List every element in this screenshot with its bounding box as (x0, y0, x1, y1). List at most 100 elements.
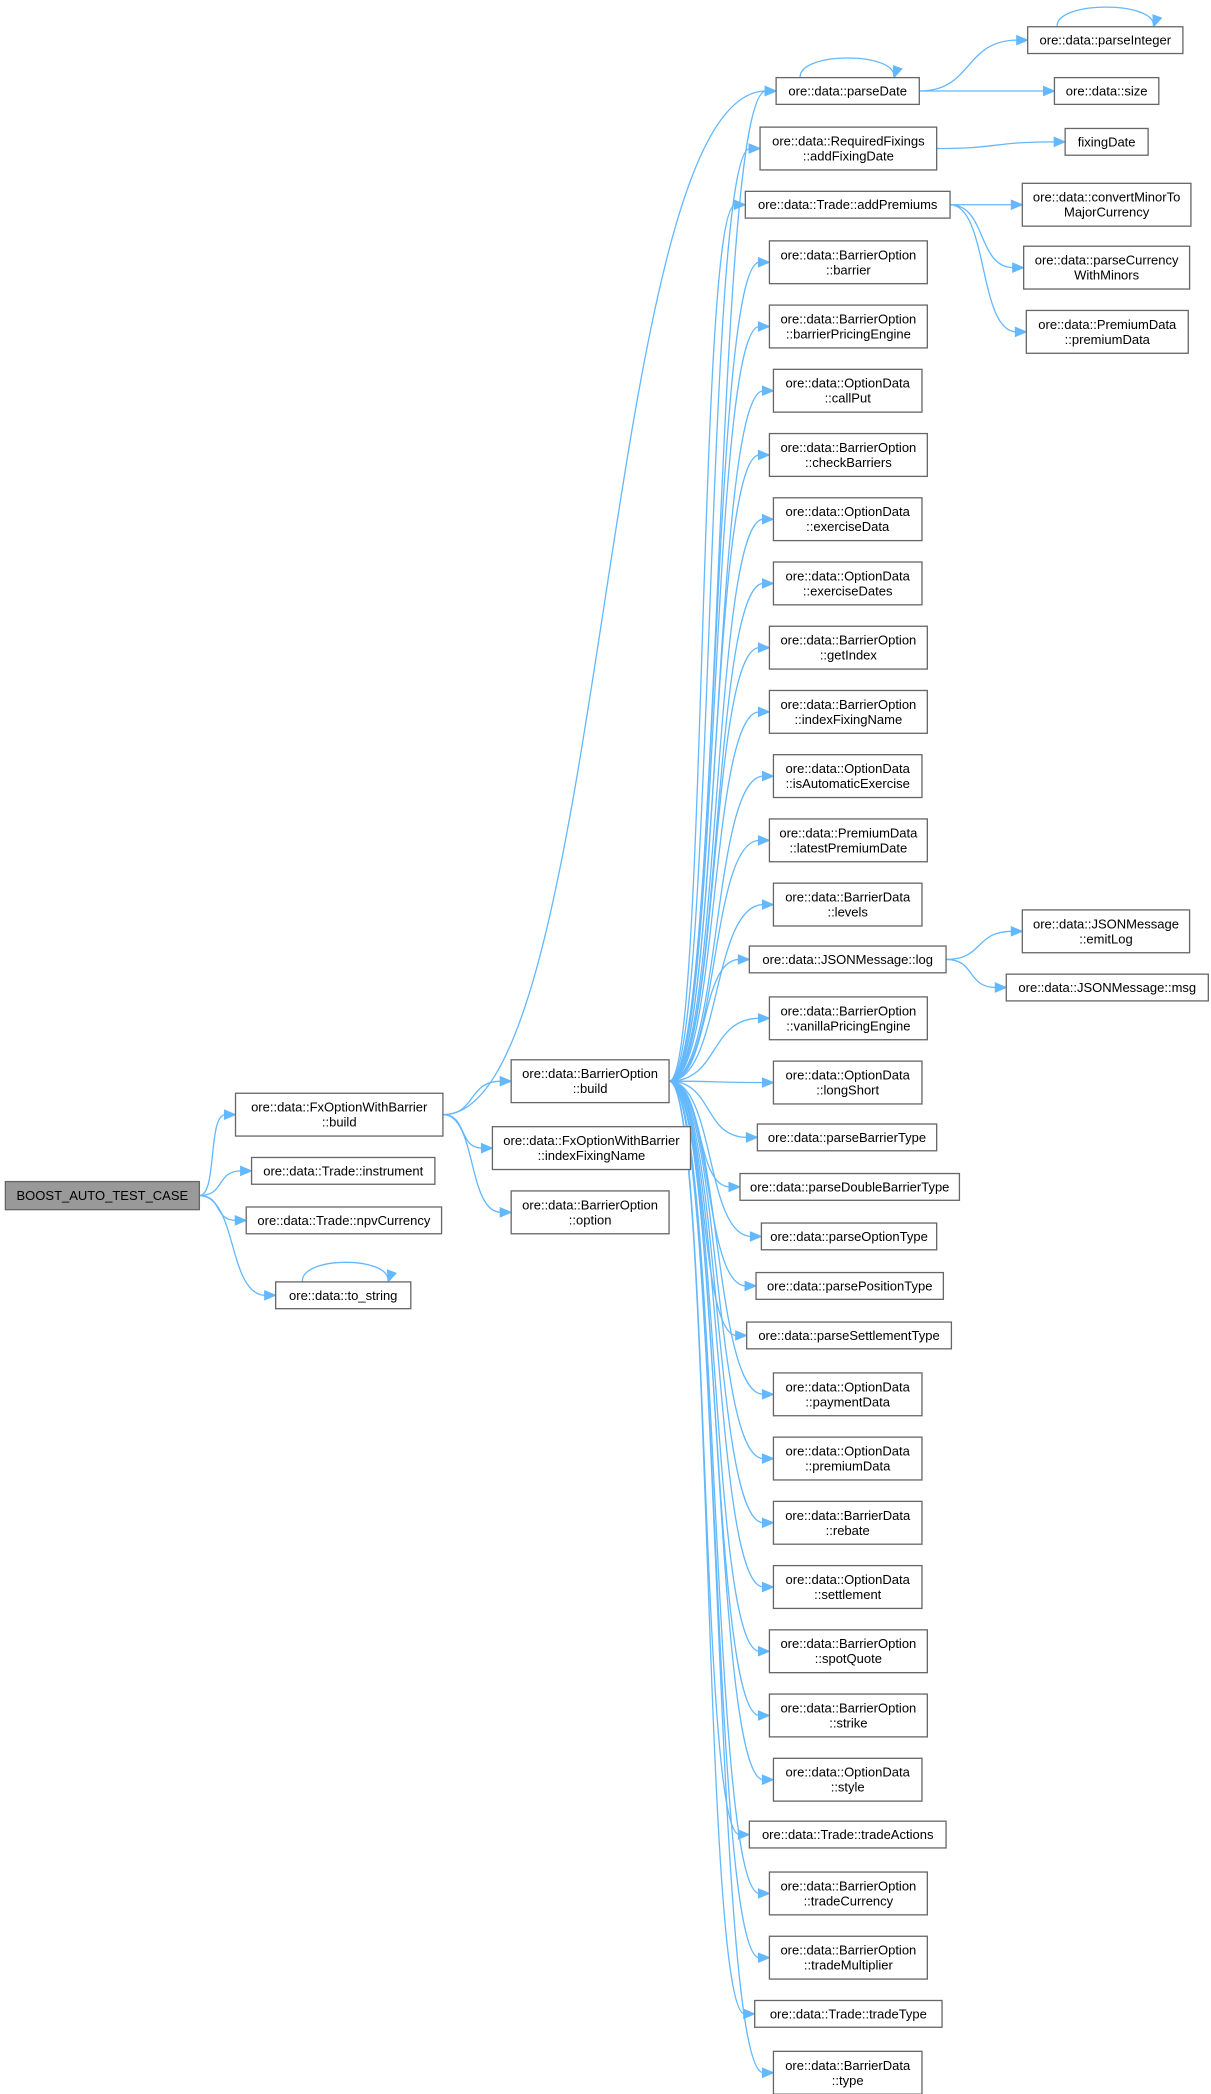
edge-bobuild-to-parsebarriertype-arrowhead (745, 1132, 759, 1143)
node-addpremiums[interactable]: ore::data::Trade::addPremiums (744, 190, 951, 219)
edge-bobuild-to-premiumdata_od-arrowhead (761, 1453, 775, 1464)
node-vanillapricing[interactable]: ore::data::BarrierOption::vanillaPricing… (768, 996, 928, 1041)
node-root[interactable]: BOOST_AUTO_TEST_CASE (4, 1180, 201, 1211)
node-premiumdata_od[interactable]: ore::data::OptionData::premiumData (772, 1436, 923, 1481)
edge-bobuild-to-parsepositiontype-arrowhead (744, 1280, 758, 1292)
edge-addpremiums-to-convertminor-arrowhead (1010, 199, 1024, 211)
node-callput[interactable]: ore::data::OptionData::callPut (772, 368, 923, 413)
node-npvcurrency[interactable]: ore::data::Trade::npvCurrency (245, 1206, 443, 1235)
node-label: ore::data::OptionData (786, 504, 911, 519)
node-style[interactable]: ore::data::OptionData::style (772, 1757, 923, 1802)
node-parseinteger[interactable]: ore::data::parseInteger (1027, 26, 1184, 55)
node-label: ::longShort (816, 1083, 879, 1098)
node-box (768, 625, 928, 670)
node-bobuild[interactable]: ore::data::BarrierOption::build (510, 1059, 670, 1104)
edge-bobuild-to-paymentdata-arrowhead (761, 1388, 775, 1400)
edge-parsedate-to-parseinteger-arrowhead (1016, 34, 1029, 46)
node-latestpremium[interactable]: ore::data::PremiumData::latestPremiumDat… (768, 818, 928, 863)
node-longshort[interactable]: ore::data::OptionData::longShort (772, 1060, 923, 1105)
edge-parseinteger-to-parseinteger (1056, 6, 1155, 27)
edge-parsedate-to-parseinteger (919, 39, 1018, 92)
node-strike[interactable]: ore::data::BarrierOption::strike (768, 1693, 928, 1738)
node-label: ore::data::Trade::tradeActions (762, 1827, 934, 1842)
edge-bobuild-to-exercisedates-arrowhead (761, 578, 775, 589)
node-settlement[interactable]: ore::data::OptionData::settlement (772, 1564, 923, 1610)
node-label: ::paymentData (805, 1394, 890, 1409)
edge-bobuild-to-settlement-arrowhead (761, 1581, 775, 1593)
edge-jsonlog-to-msg (946, 958, 997, 989)
node-parsesettlementtype[interactable]: ore::data::parseSettlementType (746, 1321, 953, 1350)
node-addfixingdate[interactable]: ore::data::RequiredFixings::addFixingDat… (759, 126, 938, 171)
node-exercisedates[interactable]: ore::data::OptionData::exerciseDates (772, 561, 923, 606)
node-label: ::isAutomaticExercise (786, 776, 910, 791)
node-label: ::levels (827, 905, 868, 920)
node-box (768, 240, 928, 285)
node-jsonlog[interactable]: ore::data::JSONMessage::log (748, 945, 947, 974)
node-fixingdate[interactable]: fixingDate (1064, 127, 1149, 156)
edge-bobuild-to-tradetype (668, 1080, 745, 2015)
node-label: ore::data::PremiumData (779, 825, 918, 840)
node-label: ore::data::BarrierOption (780, 312, 916, 327)
node-label: ore::data::Trade::instrument (263, 1163, 423, 1178)
node-instrument[interactable]: ore::data::Trade::instrument (250, 1156, 436, 1185)
node-box (1064, 127, 1149, 156)
edge-bobuild-to-jsonlog (669, 958, 740, 1082)
node-fxindexfixing[interactable]: ore::data::FxOptionWithBarrier::indexFix… (491, 1126, 692, 1171)
node-parsedate[interactable]: ore::data::parseDate (775, 76, 920, 106)
node-levels[interactable]: ore::data::BarrierData::levels (772, 882, 923, 927)
node-tostring[interactable]: ore::data::to_string (275, 1281, 412, 1310)
edge-bobuild-to-exercisedata (668, 518, 764, 1082)
node-trademultiplier[interactable]: ore::data::BarrierOption::tradeMultiplie… (768, 1935, 928, 1980)
node-box (772, 754, 923, 799)
edge-bobuild-to-addfixingdate-arrowhead (748, 143, 762, 154)
node-premiumdata_pd[interactable]: ore::data::PremiumData::premiumData (1025, 309, 1189, 354)
node-indexfixingname[interactable]: ore::data::BarrierOption::indexFixingNam… (768, 689, 928, 734)
node-parsedoublebarrier[interactable]: ore::data::parseDoubleBarrierType (739, 1172, 961, 1201)
node-parsepositiontype[interactable]: ore::data::parsePositionType (755, 1271, 945, 1300)
node-label: ::tradeCurrency (804, 1893, 894, 1908)
node-msg[interactable]: ore::data::JSONMessage::msg (1005, 973, 1209, 1002)
node-label: ::barrierPricingEngine (786, 327, 911, 342)
node-tradeactions[interactable]: ore::data::Trade::tradeActions (748, 1820, 947, 1849)
node-box (1053, 76, 1160, 106)
node-label: ore::data::BarrierOption (780, 633, 916, 648)
node-label: ore::data::BarrierData (785, 890, 911, 905)
node-exercisedata[interactable]: ore::data::OptionData::exerciseData (772, 497, 923, 542)
node-rebate[interactable]: ore::data::BarrierData::rebate (772, 1500, 923, 1545)
node-option[interactable]: ore::data::BarrierOption::option (510, 1190, 670, 1235)
node-barrierpricing[interactable]: ore::data::BarrierOption::barrierPricing… (768, 304, 928, 349)
node-isautomatic[interactable]: ore::data::OptionData::isAutomaticExerci… (772, 754, 923, 799)
edge-jsonlog-to-emitlog (946, 930, 1013, 961)
node-size[interactable]: ore::data::size (1053, 76, 1160, 106)
node-box (775, 76, 920, 106)
node-type[interactable]: ore::data::BarrierData::type (772, 2050, 923, 2094)
node-spotquote[interactable]: ore::data::BarrierOption::spotQuote (768, 1629, 928, 1674)
node-parsebarriertype[interactable]: ore::data::parseBarrierType (756, 1123, 938, 1152)
node-tradetype[interactable]: ore::data::Trade::tradeType (754, 1999, 943, 2028)
edge-bobuild-to-style (668, 1080, 764, 1781)
node-barrier[interactable]: ore::data::BarrierOption::barrier (768, 240, 928, 285)
node-label: ore::data::parsePositionType (767, 1278, 933, 1293)
node-checkbarriers[interactable]: ore::data::BarrierOption::checkBarriers (768, 432, 928, 478)
node-box (760, 1222, 938, 1251)
node-emitlog[interactable]: ore::data::JSONMessage::emitLog (1021, 909, 1191, 954)
edge-root-to-tostring-arrowhead (264, 1289, 277, 1301)
node-box (772, 497, 923, 542)
node-paymentdata[interactable]: ore::data::OptionData::paymentData (772, 1372, 923, 1417)
node-label: ore::data::RequiredFixings (772, 134, 925, 149)
node-getindex[interactable]: ore::data::BarrierOption::getIndex (768, 625, 928, 670)
node-parseoptiontype[interactable]: ore::data::parseOptionType (760, 1222, 938, 1251)
edge-addpremiums-to-premiumdata_pd (950, 204, 1017, 333)
node-label: ::barrier (826, 262, 871, 277)
node-box (768, 689, 928, 734)
node-fxbuild[interactable]: ore::data::FxOptionWithBarrier::build (234, 1092, 444, 1137)
node-tradecurrency[interactable]: ore::data::BarrierOption::tradeCurrency (768, 1871, 928, 1916)
node-label: ore::data::BarrierData (785, 1508, 911, 1523)
edge-bobuild-to-parsebarriertype (669, 1080, 748, 1139)
edge-bobuild-to-trademultiplier-arrowhead (757, 1952, 771, 1964)
edge-bobuild-to-barrierpricing (668, 325, 760, 1082)
node-label: ::spotQuote (815, 1651, 882, 1666)
node-label: ore::data::BarrierOption (780, 1878, 916, 1893)
